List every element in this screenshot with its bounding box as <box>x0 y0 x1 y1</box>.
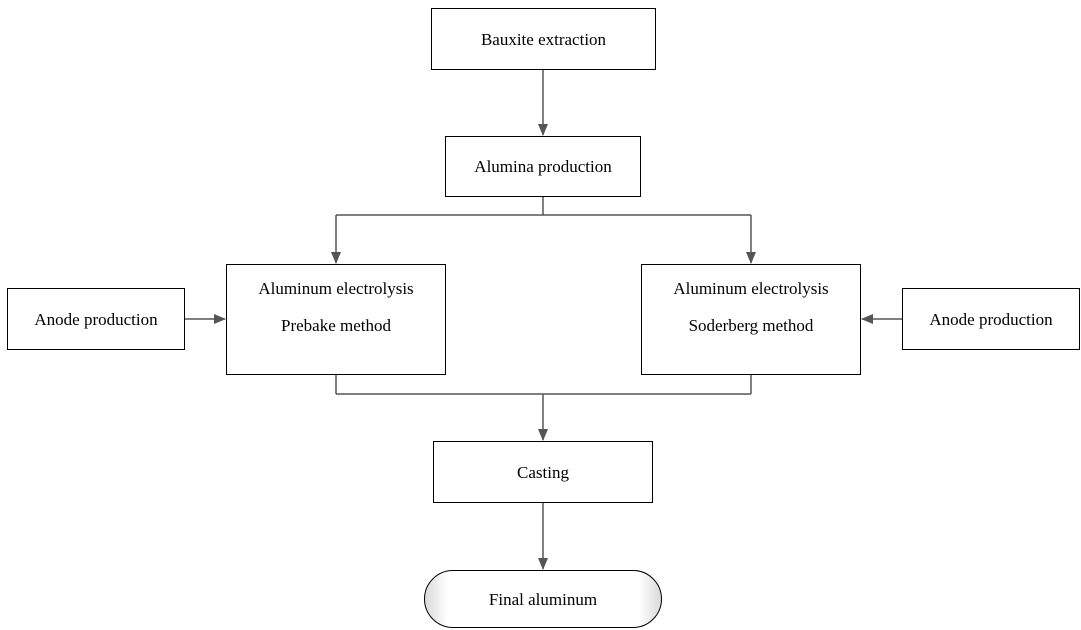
node-label: Anode production <box>34 309 158 329</box>
node-label-line1: Aluminum electrolysis <box>673 279 829 298</box>
node-alumina-production: Alumina production <box>445 136 641 197</box>
node-label: Anode production <box>929 309 1053 329</box>
node-electrolysis-prebake: Aluminum electrolysis Prebake method <box>226 264 446 375</box>
node-label: Casting <box>517 462 569 482</box>
node-label-line2: Soderberg method <box>688 316 814 335</box>
node-casting: Casting <box>433 441 653 503</box>
node-anode-production-right: Anode production <box>902 288 1080 350</box>
node-label: Bauxite extraction <box>480 29 607 49</box>
node-label: Alumina production <box>474 157 612 176</box>
node-bauxite-extraction: Bauxite extraction <box>431 8 656 70</box>
node-label-line1: Aluminum electrolysis <box>258 279 414 298</box>
node-label-line2: Prebake method <box>281 316 391 335</box>
node-anode-production-left: Anode production <box>7 288 185 350</box>
node-electrolysis-soderberg: Aluminum electrolysis Soderberg method <box>641 264 861 375</box>
node-label: Final aluminum <box>488 589 598 609</box>
node-final-aluminum: Final aluminum <box>424 570 662 628</box>
